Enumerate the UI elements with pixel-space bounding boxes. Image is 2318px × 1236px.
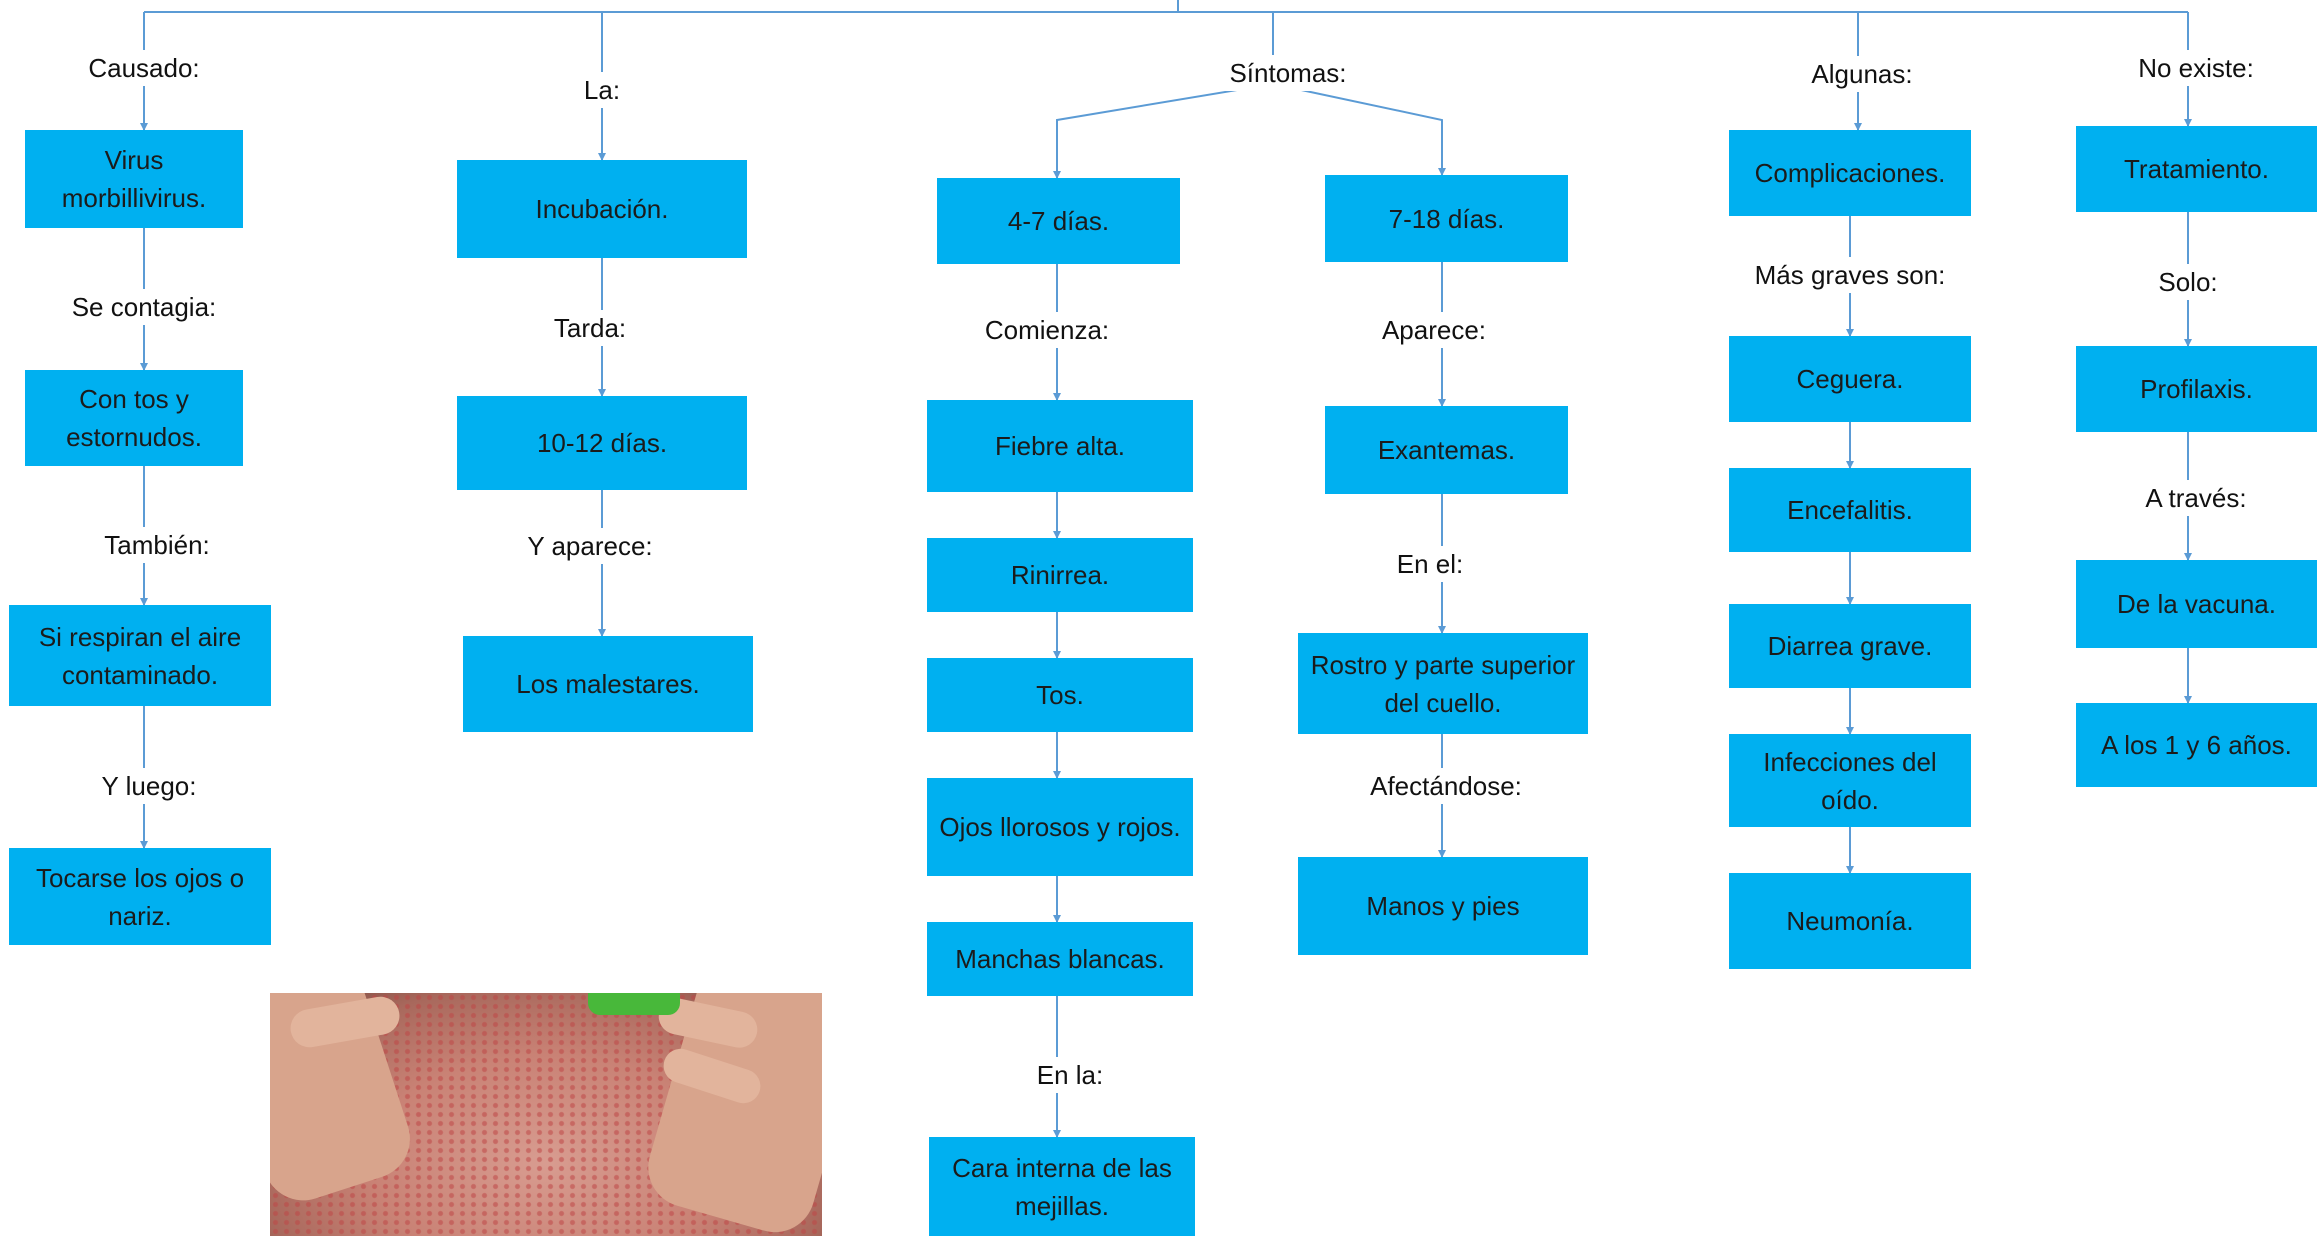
- label-solo: Solo:: [2152, 264, 2224, 300]
- node-encefalitis: Encefalitis.: [1729, 468, 1971, 552]
- node-vacuna: De la vacuna.: [2076, 560, 2317, 648]
- node-neumonia: Neumonía.: [1729, 873, 1971, 969]
- label-la: La:: [577, 72, 627, 108]
- node-tratamiento: Tratamiento.: [2076, 126, 2317, 212]
- node-rostro-cuello: Rostro y parte superior del cuello.: [1298, 633, 1588, 734]
- node-malestares: Los malestares.: [463, 636, 753, 732]
- label-se-contagia: Se contagia:: [65, 289, 223, 325]
- label-causado: Causado:: [82, 50, 206, 86]
- label-en-el: En el:: [1390, 546, 1470, 582]
- node-complicaciones: Complicaciones.: [1729, 130, 1971, 216]
- label-mas-graves: Más graves son:: [1748, 257, 1952, 293]
- node-tocarse-ojos: Tocarse los ojos o nariz.: [9, 848, 271, 945]
- node-diarrea-grave: Diarrea grave.: [1729, 604, 1971, 688]
- node-tos: Tos.: [927, 658, 1193, 732]
- node-ceguera: Ceguera.: [1729, 336, 1971, 422]
- label-y-luego: Y luego:: [95, 768, 203, 804]
- label-a-traves: A través:: [2139, 480, 2253, 516]
- label-en-la: En la:: [1030, 1057, 1110, 1093]
- node-aire-contaminado: Si respiran el aire contaminado.: [9, 605, 271, 706]
- label-afectandose: Afectándose:: [1364, 768, 1528, 804]
- node-ojos-llorosos: Ojos llorosos y rojos.: [927, 778, 1193, 876]
- node-exantemas: Exantemas.: [1325, 406, 1568, 494]
- label-no-existe: No existe:: [2132, 50, 2260, 86]
- node-cara-interna: Cara interna de las mejillas.: [929, 1137, 1195, 1236]
- label-comienza: Comienza:: [978, 312, 1116, 348]
- node-profilaxis: Profilaxis.: [2076, 346, 2317, 432]
- node-incubacion: Incubación.: [457, 160, 747, 258]
- label-sintomas: Síntomas:: [1223, 55, 1353, 91]
- node-tos-estornudos: Con tos y estornudos.: [25, 370, 243, 466]
- node-rinirrea: Rinirrea.: [927, 538, 1193, 612]
- node-infecciones-oido: Infecciones del oído.: [1729, 734, 1971, 827]
- node-manchas-blancas: Manchas blancas.: [927, 922, 1193, 996]
- node-4-7-dias: 4-7 días.: [937, 178, 1180, 264]
- label-algunas: Algunas:: [1805, 56, 1919, 92]
- node-manos-pies: Manos y pies: [1298, 857, 1588, 955]
- label-y-aparece: Y aparece:: [521, 528, 659, 564]
- node-7-18-dias: 7-18 días.: [1325, 175, 1568, 262]
- node-virus: Virus morbillivirus.: [25, 130, 243, 228]
- node-fiebre-alta: Fiebre alta.: [927, 400, 1193, 492]
- node-edades: A los 1 y 6 años.: [2076, 703, 2317, 787]
- label-tarda: Tarda:: [547, 310, 633, 346]
- label-tambien: También:: [98, 527, 216, 563]
- measles-rash-photo: [270, 993, 822, 1236]
- node-10-12-dias: 10-12 días.: [457, 396, 747, 490]
- label-aparece: Aparece:: [1375, 312, 1493, 348]
